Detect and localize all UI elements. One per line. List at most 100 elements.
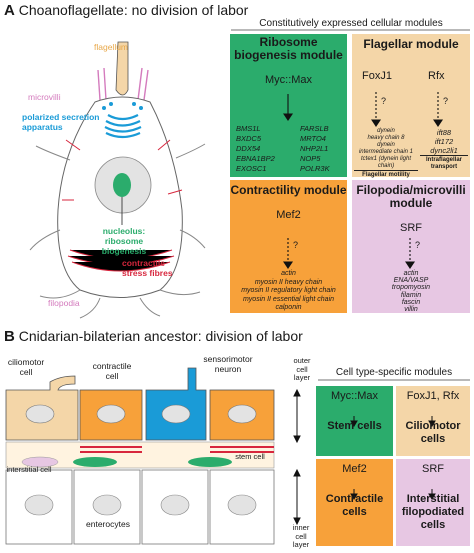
contractile-label: contractile cell bbox=[92, 361, 132, 381]
gene: heavy chain 8 bbox=[367, 135, 405, 141]
stem-cells-label: Stem cells bbox=[327, 420, 382, 432]
cell-type-header: Cell type-specific modules bbox=[335, 367, 453, 378]
flagellar-genes-1: dynein heavy chain 8 dynein intermediate… bbox=[354, 128, 418, 179]
stem-tf: Myc::Max bbox=[330, 390, 379, 402]
gene: ift88 bbox=[436, 128, 452, 137]
contractile-cells-label: Contractile cells bbox=[325, 493, 384, 518]
filopodia-bg bbox=[352, 180, 470, 313]
gene: fascin bbox=[401, 298, 421, 306]
gene: dync2li1 bbox=[430, 146, 458, 155]
flagellum-shape bbox=[115, 41, 129, 96]
microvilli-shape bbox=[97, 67, 149, 101]
ribosome-module: Ribosome biogenesis module Myc::Max bbox=[230, 35, 347, 87]
gene: myosin II regulatory light chain bbox=[241, 287, 336, 294]
panel-b-title-text: Cnidarian-bilaterian ancestor: division … bbox=[18, 328, 303, 344]
rfx-question: ? bbox=[443, 96, 449, 106]
panel-a-title: A Choanoflagellate: no division of labor bbox=[4, 2, 248, 19]
gene: tctex1 (dynein light bbox=[360, 156, 412, 162]
ciliomotor-cells-label: Ciliomotor cells bbox=[405, 420, 461, 445]
gene: dynein bbox=[377, 128, 395, 134]
foxj1-question: ? bbox=[381, 96, 387, 106]
sensorimotor-cell-shape bbox=[145, 367, 207, 441]
panel-b-title: B Cnidarian-bilaterian ancestor: divisio… bbox=[4, 328, 303, 345]
gene: tropomyosin bbox=[391, 284, 431, 292]
modules-header: Constitutively expressed cellular module… bbox=[259, 18, 443, 29]
gene: POLR3K bbox=[300, 164, 330, 173]
choanoflagellate-cell bbox=[29, 41, 206, 319]
flagellar-title: Flagellar module bbox=[363, 37, 459, 51]
flagellum-label: flagellum bbox=[94, 42, 129, 52]
gene: chain) bbox=[377, 163, 395, 169]
gene: actin bbox=[281, 270, 296, 277]
gene: actin bbox=[403, 270, 419, 277]
stress-fibres-label: contractile stress fibres bbox=[122, 258, 173, 278]
filopodia-genes: actin ENA/VASP tropomyosin filamin fasci… bbox=[352, 270, 470, 313]
stem-cells-box: Myc::Max Stem cells bbox=[316, 390, 393, 433]
srf-tf: SRF bbox=[400, 222, 422, 234]
nucleolus-shape bbox=[113, 173, 131, 197]
contractile-tf: Mef2 bbox=[342, 463, 367, 475]
gene: EXOSC1 bbox=[236, 164, 267, 173]
sensorimotor-label: sensorimotor neuron bbox=[203, 354, 253, 374]
filopodia-module: Filopodia/microvilli module SRF bbox=[352, 183, 470, 235]
ribosome-genes-right: FARSLB MRTO4 NHP2L1 NOP5 POLR3K bbox=[300, 124, 330, 174]
contractility-genes: actin myosin II heavy chain myosin II re… bbox=[230, 270, 347, 313]
flagellar-motility-bar: Flagellar motility bbox=[354, 170, 418, 179]
vesicles-shape bbox=[102, 102, 143, 110]
filopodia-label: filopodia bbox=[48, 298, 80, 308]
filopodia-shape bbox=[29, 143, 206, 319]
ribosome-tf: Myc::Max bbox=[264, 74, 313, 86]
contractile-box: Mef2 Contractile cells bbox=[316, 463, 393, 519]
gene: BMS1L bbox=[236, 124, 261, 133]
inner-layer-label: inner cell layer bbox=[292, 523, 310, 549]
ciliomotor-tf: FoxJ1, Rfx bbox=[406, 390, 460, 402]
rfx-tf: Rfx bbox=[428, 70, 445, 82]
panel-a-title-text: Choanoflagellate: no division of labor bbox=[18, 2, 249, 18]
gene: NOP5 bbox=[300, 154, 321, 163]
interstitial-cells-label: Interstitial filopodiated cells bbox=[401, 493, 465, 531]
foxj1-tf: FoxJ1 bbox=[362, 70, 392, 82]
filopodia-title: Filopodia/microvilli module bbox=[356, 183, 466, 210]
flagellar-bg bbox=[352, 34, 470, 177]
secretion-shape bbox=[104, 114, 142, 139]
gene: FARSLB bbox=[300, 124, 329, 133]
gene: myosin II essential light chain bbox=[242, 295, 335, 303]
ribosome-title: Ribosome biogenesis module bbox=[234, 35, 343, 62]
ciliomotor-box: FoxJ1, Rfx Ciliomotor cells bbox=[396, 390, 470, 446]
interstitial-cell-shape bbox=[73, 457, 117, 467]
gene: dynein bbox=[377, 142, 395, 148]
panel-b-letter: B bbox=[4, 328, 15, 345]
stem-cell-shape bbox=[188, 457, 232, 467]
mef2-question: ? bbox=[293, 240, 299, 250]
contractility-title: Contractility module bbox=[230, 183, 347, 197]
outer-layer-label: outer cell layer bbox=[293, 356, 311, 382]
flagellar-genes-2: ift88 ift172 dync2li1 Intraflagellar tra… bbox=[420, 128, 468, 171]
secretion-label: polarized secretion apparatus bbox=[22, 112, 100, 132]
microvilli-label: microvilli bbox=[28, 92, 61, 102]
panel-a-letter: A bbox=[4, 2, 15, 19]
gene: intermediate chain 1 bbox=[358, 149, 414, 155]
srf-question: ? bbox=[415, 240, 421, 250]
contractility-module: Contractility module Mef2 bbox=[230, 183, 347, 222]
gene: DDX54 bbox=[236, 144, 261, 153]
gene: villin bbox=[404, 306, 418, 314]
stress-fibres-shape bbox=[62, 139, 183, 272]
gene: ift172 bbox=[434, 137, 454, 146]
gene: NHP2L1 bbox=[300, 144, 329, 153]
enterocytes-label: enterocytes bbox=[86, 519, 130, 529]
ribosome-genes-left: BMS1L BXDC5 DDX54 EBNA1BP2 EXOSC1 bbox=[236, 124, 275, 174]
mef2-tf: Mef2 bbox=[276, 209, 301, 221]
gene: MRTO4 bbox=[300, 134, 326, 143]
flagellar-module: Flagellar module bbox=[352, 38, 470, 51]
gene: BXDC5 bbox=[236, 134, 262, 143]
ift-bar: Intraflagellar transport bbox=[420, 155, 468, 171]
interstitial-box: SRF Interstitial filopodiated cells bbox=[396, 463, 470, 532]
gene: calponin bbox=[275, 304, 302, 311]
stem-cell-label: stem cell bbox=[235, 452, 265, 461]
interstitial-tf: SRF bbox=[422, 463, 444, 475]
tissue-diagram bbox=[5, 367, 301, 545]
gene: EBNA1BP2 bbox=[236, 154, 275, 163]
nucleolus-label: nucleolus: ribosome biogenesis bbox=[101, 226, 147, 256]
gene: filamin bbox=[400, 291, 422, 299]
